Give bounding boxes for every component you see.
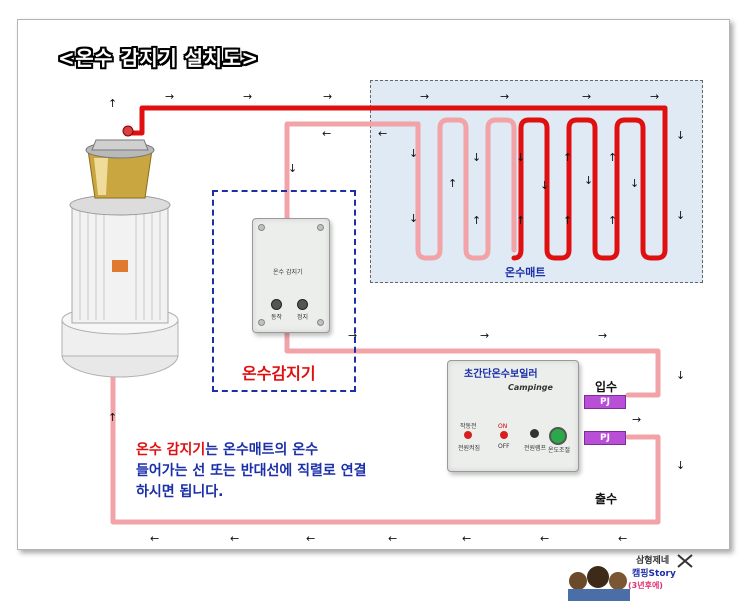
arrow-down-icon: ↓ bbox=[676, 129, 686, 142]
mat-coil-return bbox=[415, 117, 517, 261]
arrow-right-icon: → bbox=[480, 329, 490, 342]
arrow-left-icon: ← bbox=[378, 127, 388, 140]
arrow-up-icon: ↑ bbox=[472, 214, 482, 227]
hot-water-mat-panel bbox=[370, 80, 703, 283]
pj-connector-bottom: PJ bbox=[584, 431, 626, 445]
screw-icon bbox=[258, 224, 265, 231]
arrow-down-icon: ↓ bbox=[540, 179, 550, 192]
arrow-right-icon: → bbox=[650, 90, 660, 103]
watermark-line1: 삼형제네 bbox=[636, 556, 670, 566]
pj-connector-top: PJ bbox=[584, 395, 626, 409]
boiler-brand: Campinge bbox=[508, 383, 553, 392]
switch-on-label: ON bbox=[498, 423, 508, 430]
arrow-up-icon: ↑ bbox=[608, 151, 618, 164]
arrow-right-icon: → bbox=[165, 90, 175, 103]
arrow-down-icon: ↓ bbox=[472, 151, 482, 164]
arrow-left-icon: ← bbox=[150, 532, 160, 545]
arrow-up-icon: ↑ bbox=[448, 177, 458, 190]
return-pipe-main bbox=[110, 147, 661, 525]
arrow-up-icon: ↑ bbox=[108, 97, 118, 110]
arrow-down-icon: ↓ bbox=[288, 162, 298, 175]
arrow-up-icon: ↑ bbox=[108, 411, 118, 424]
arrow-up-icon: ↑ bbox=[563, 214, 573, 227]
sensor-dashed-box bbox=[212, 190, 356, 392]
note-highlight: 온수 감지기 bbox=[136, 442, 206, 458]
inlet-label: 입수 bbox=[595, 380, 618, 394]
watermark-line3: (3년후에) bbox=[628, 581, 663, 590]
arrow-right-icon: → bbox=[632, 413, 642, 426]
lamp-dial-icon bbox=[530, 429, 539, 438]
arrow-up-icon: ↑ bbox=[516, 214, 526, 227]
arrow-down-icon: ↓ bbox=[584, 174, 594, 187]
note-line3: 하시면 됩니다. bbox=[136, 484, 224, 500]
arrow-down-icon: ↓ bbox=[409, 212, 419, 225]
arrow-left-icon: ← bbox=[462, 532, 472, 545]
note-line2: 들어가는 선 또는 반대선에 직렬로 연결 bbox=[136, 463, 367, 479]
diagram-title: <온수 감지기 설치도> bbox=[58, 46, 259, 70]
arrow-up-icon: ↑ bbox=[608, 214, 618, 227]
arrow-right-icon: → bbox=[420, 90, 430, 103]
arrow-right-icon: → bbox=[598, 329, 608, 342]
arrow-right-icon: → bbox=[243, 90, 253, 103]
arrow-left-icon: ← bbox=[388, 532, 398, 545]
arrow-right-icon: → bbox=[323, 90, 333, 103]
screw-icon bbox=[317, 319, 324, 326]
arrow-down-icon: ↓ bbox=[630, 177, 640, 190]
boiler-device: 초간단온수보일러 Campinge 작동전 전원켜짐 ON OFF 전원램프 온… bbox=[447, 360, 579, 472]
arrow-right-icon: → bbox=[582, 90, 592, 103]
watermark-line2: 캠핑Story bbox=[632, 569, 676, 579]
screw-icon bbox=[317, 224, 324, 231]
sensor-device: 온수 감지기 동작 정지 bbox=[252, 218, 330, 333]
screw-icon bbox=[258, 319, 265, 326]
arrow-down-icon: ↓ bbox=[676, 369, 686, 382]
arrow-left-icon: ← bbox=[540, 532, 550, 545]
boiler-label: 초간단온수보일러 bbox=[464, 369, 538, 380]
power-switch-icon bbox=[500, 431, 508, 439]
arrow-left-icon: ← bbox=[322, 127, 332, 140]
sensor-start-label: 동작 bbox=[271, 314, 283, 321]
outlet-label: 출수 bbox=[595, 492, 618, 506]
heater-illustration bbox=[61, 125, 179, 378]
boiler-indicator-bottom: 전원켜짐 bbox=[458, 445, 481, 452]
arrow-down-icon: ↓ bbox=[516, 151, 526, 164]
note-line1: 는 온수매트의 온수 bbox=[205, 442, 319, 458]
arrow-right-icon: → bbox=[348, 329, 358, 342]
arrow-up-icon: ↑ bbox=[563, 151, 573, 164]
arrow-left-icon: ← bbox=[618, 532, 628, 545]
boiler-dial-left: 전원램프 bbox=[524, 445, 547, 452]
power-lamp-icon bbox=[464, 431, 472, 439]
return-pipe-boiler-in bbox=[284, 121, 661, 398]
arrow-down-icon: ↓ bbox=[676, 209, 686, 222]
installation-note: 온수 감지기는 온수매트의 온수 들어가는 선 또는 반대선에 직렬로 연결 하… bbox=[136, 440, 466, 503]
watermark-logo bbox=[568, 554, 693, 601]
start-button-icon bbox=[271, 299, 282, 310]
sensor-device-text: 온수 감지기 bbox=[273, 269, 303, 276]
arrow-left-icon: ← bbox=[230, 532, 240, 545]
sensor-stop-label: 정지 bbox=[297, 314, 309, 321]
arrow-left-icon: ← bbox=[306, 532, 316, 545]
sensor-label: 온수감지기 bbox=[242, 364, 316, 383]
switch-off-label: OFF bbox=[498, 443, 510, 450]
mat-label: 온수매트 bbox=[505, 266, 546, 279]
stop-button-icon bbox=[297, 299, 308, 310]
arrow-right-icon: → bbox=[500, 90, 510, 103]
hot-pipe-main bbox=[129, 105, 668, 261]
boiler-indicator-top: 작동전 bbox=[460, 423, 477, 430]
arrow-down-icon: ↓ bbox=[676, 459, 686, 472]
temperature-dial-icon bbox=[549, 427, 567, 445]
boiler-dial-right: 온도조절 bbox=[548, 447, 571, 454]
arrow-down-icon: ↓ bbox=[409, 147, 419, 160]
